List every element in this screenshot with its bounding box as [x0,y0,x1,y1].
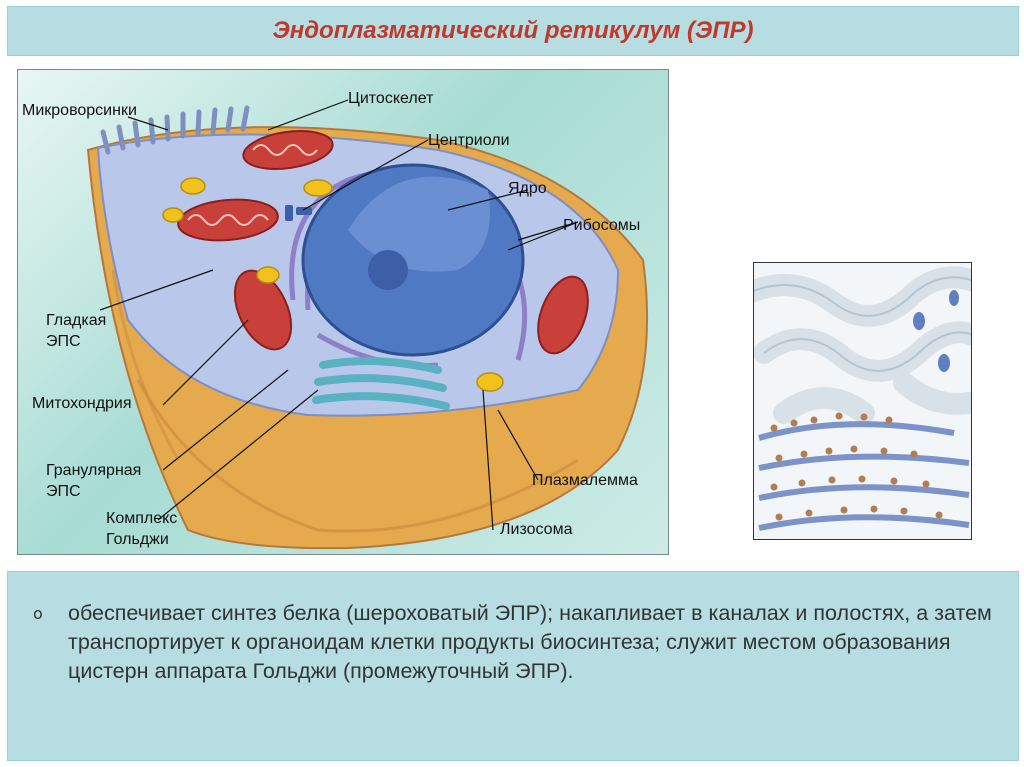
title-bar: Эндоплазматический ретикулум (ЭПР) [7,6,1019,56]
label-mitochondrion: Митохондрия [32,393,132,414]
description-box: o обеспечивает синтез белка (шероховатый… [7,571,1019,761]
bullet-marker: o [33,604,43,623]
nucleolus-shape [368,250,408,290]
label-golgi: Комплекс Гольджи [106,508,177,550]
label-smooth-er: Гладкая ЭПС [46,310,106,352]
label-ribosomes: Рибосомы [563,215,640,236]
label-nucleus: Ядро [508,178,547,199]
label-centrioles: Центриоли [428,130,510,151]
cell-diagram: Микроворсинки Цитоскелет Центриоли Ядро … [17,69,669,555]
er-tubules-illustration [754,263,971,539]
er-illustration [753,262,972,540]
label-cytoskeleton: Цитоскелет [348,88,433,109]
label-microvilli: Микроворсинки [22,100,137,121]
label-granular-er: Гранулярная ЭПС [46,460,141,502]
label-lysosome: Лизосома [500,519,572,540]
slide-title: Эндоплазматический ретикулум (ЭПР) [8,17,1018,45]
label-plasmalemma: Плазмалемма [532,470,638,491]
bullet-text: обеспечивает синтез белка (шероховатый Э… [68,599,998,686]
